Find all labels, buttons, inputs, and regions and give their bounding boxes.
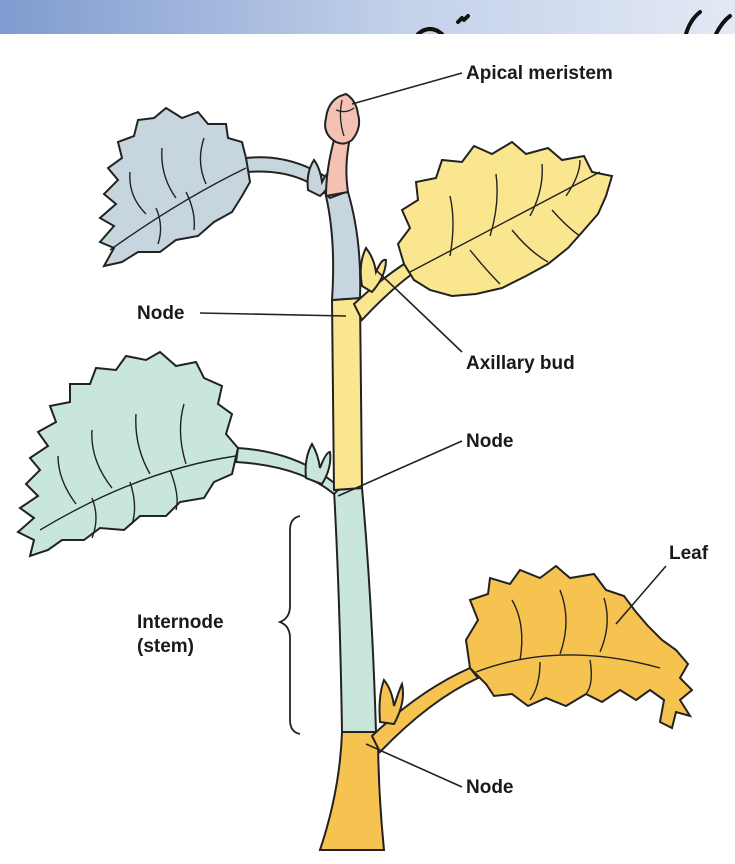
leader-node-lower — [366, 744, 462, 787]
stem-label: (stem) — [137, 636, 194, 658]
upper-bluegray-stem — [326, 192, 360, 300]
apical-meristem-label: Apical meristem — [466, 63, 613, 85]
axillary-bud-label: Axillary bud — [466, 353, 575, 375]
leader-apical — [352, 73, 462, 104]
internode-label: Internode — [137, 612, 224, 634]
internode-mint-stem — [334, 488, 376, 732]
upper-left-leaf — [100, 108, 250, 266]
middle-leaf — [18, 352, 238, 556]
node-lower-label: Node — [466, 777, 514, 799]
node-middle-label: Node — [466, 431, 514, 453]
lower-leaf — [466, 566, 692, 728]
leader-node-upper — [200, 313, 346, 316]
internode-brace — [280, 516, 300, 734]
node-upper-label: Node — [137, 303, 185, 325]
upper-yellow-stem — [332, 298, 362, 490]
stem-base — [320, 732, 384, 850]
leaf-label: Leaf — [669, 543, 708, 565]
apical-stalk — [326, 138, 350, 196]
